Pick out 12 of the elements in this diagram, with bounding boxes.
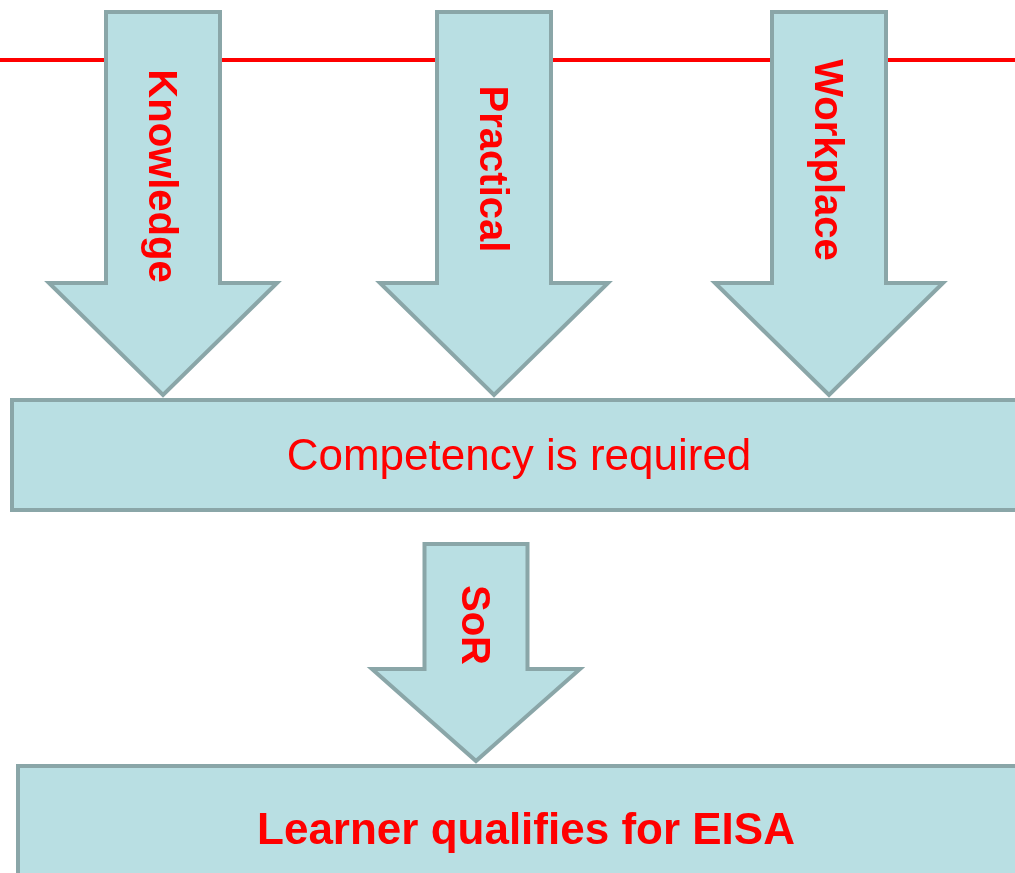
edge-label: Practical	[474, 85, 514, 253]
edge-label: Workplace	[809, 59, 849, 261]
edge-label: Knowledge	[143, 69, 183, 283]
box-text: Competency is required	[286, 430, 752, 479]
box-text: Learner qualifies for EISA	[257, 804, 795, 853]
process-box	[16, 764, 1015, 873]
process-box	[10, 398, 1015, 512]
block-arrow	[366, 542, 586, 764]
block-arrow	[44, 10, 282, 398]
block-arrow	[710, 10, 948, 398]
block-arrow	[375, 10, 613, 398]
edge-label: SoR	[456, 585, 496, 665]
